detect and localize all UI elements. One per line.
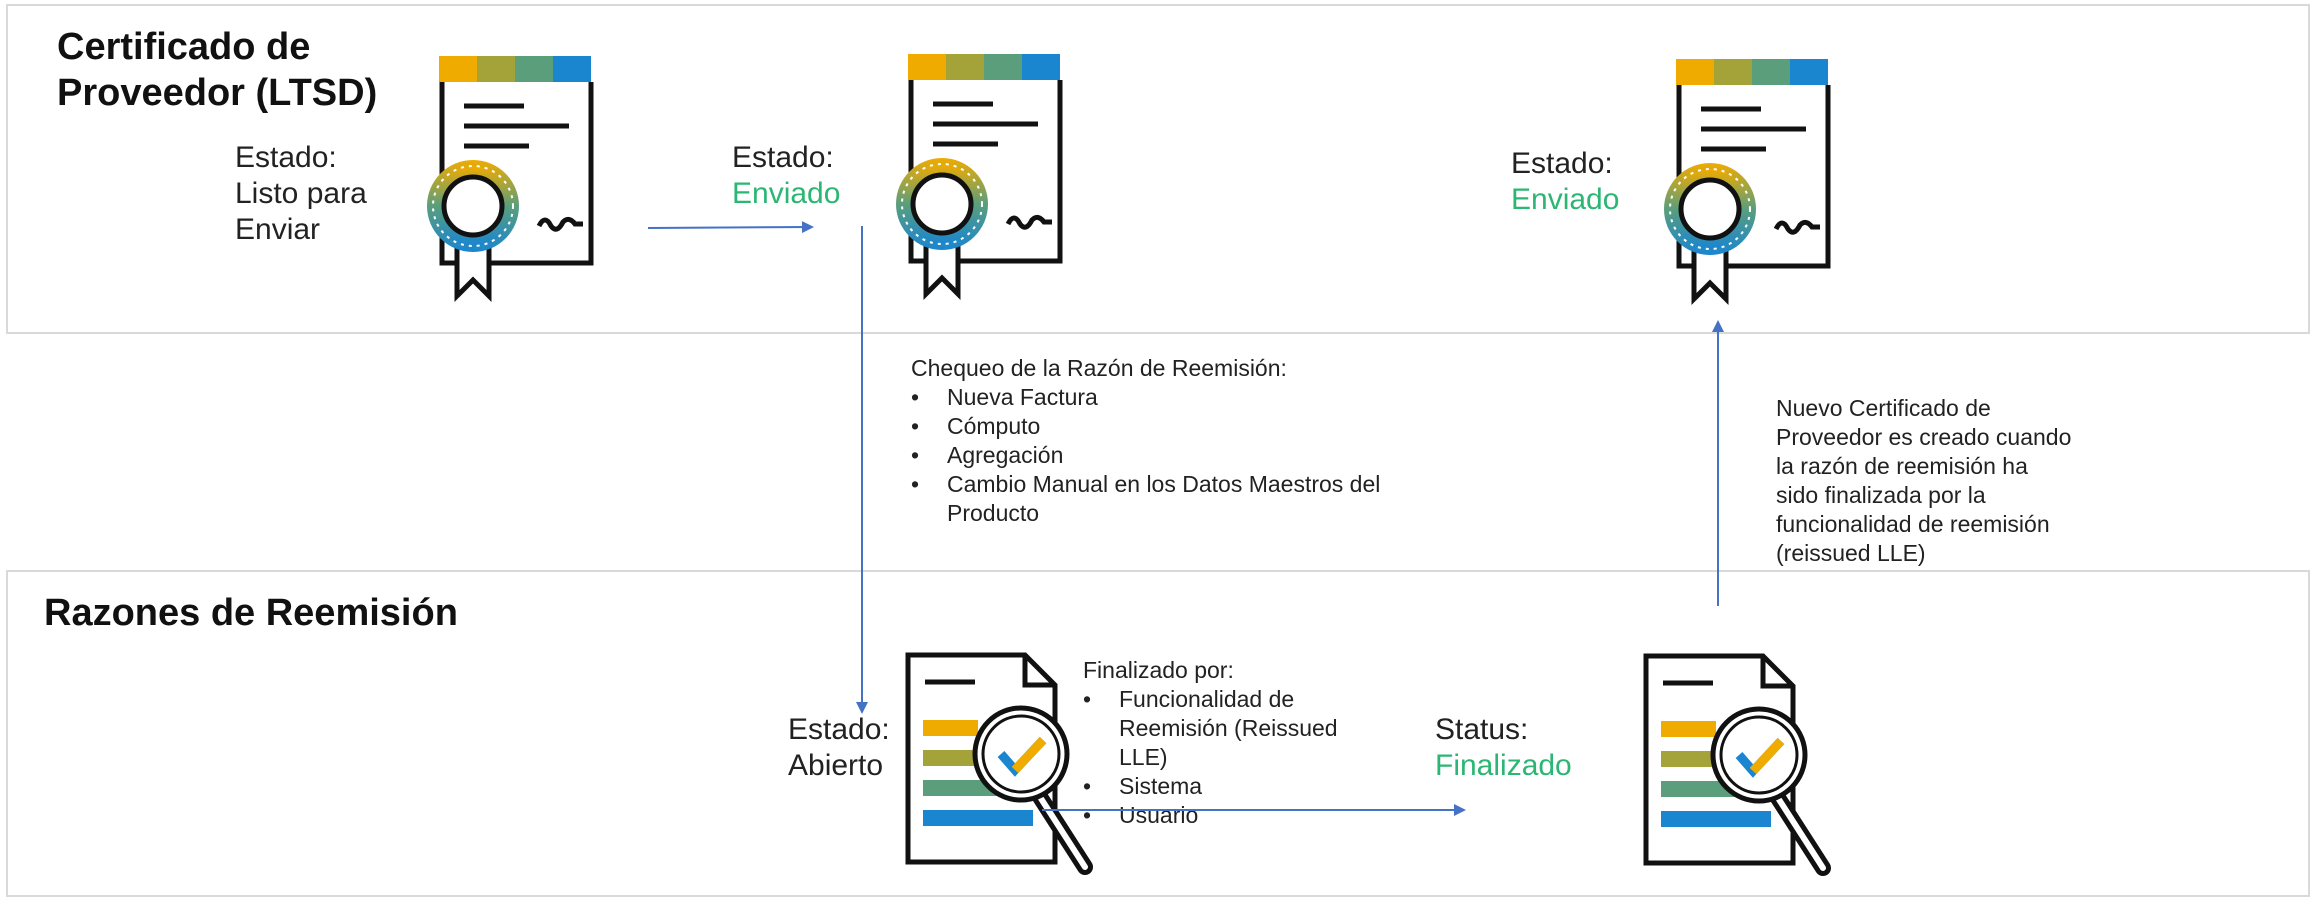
new-certificate-note: Nuevo Certificado de Proveedor es creado… (1776, 395, 2072, 566)
list-item: Funcionalidad de (1083, 685, 1413, 714)
top-panel (6, 4, 2310, 334)
bottom-section-title: Razones de Reemisión (44, 592, 458, 634)
reason-check-note: Chequeo de la Razón de Reemisión: Nueva … (911, 354, 1471, 528)
state-enviado: Estado: Enviado (732, 141, 841, 210)
bottom-panel (6, 570, 2310, 897)
list-item: Cambio Manual en los Datos Maestros del (911, 470, 1471, 499)
finalized-by-note: Finalizado por: Funcionalidad de Reemisi… (1083, 656, 1413, 830)
list-item: Agregación (911, 441, 1471, 470)
list-item: Nueva Factura (911, 383, 1471, 412)
list-item: Usuario (1083, 801, 1413, 830)
arrow-send (647, 221, 814, 234)
state-enviado-new: Estado: Enviado (1511, 147, 1620, 216)
state-listo-para-enviar: Estado: Listo para Enviar (235, 141, 367, 246)
status-finalizado: Status: Finalizado (1435, 713, 1572, 782)
list-item-continuation: Reemisión (Reissued (1119, 715, 1338, 741)
list-item: Sistema (1083, 772, 1413, 801)
state-abierto: Estado: Abierto (788, 713, 890, 782)
list-item-continuation: Producto (947, 500, 1040, 526)
list-item: Cómputo (911, 412, 1471, 441)
top-section-title: Certificado de Proveedor (LTSD) (57, 26, 378, 114)
list-item-continuation: LLE) (1119, 744, 1168, 770)
